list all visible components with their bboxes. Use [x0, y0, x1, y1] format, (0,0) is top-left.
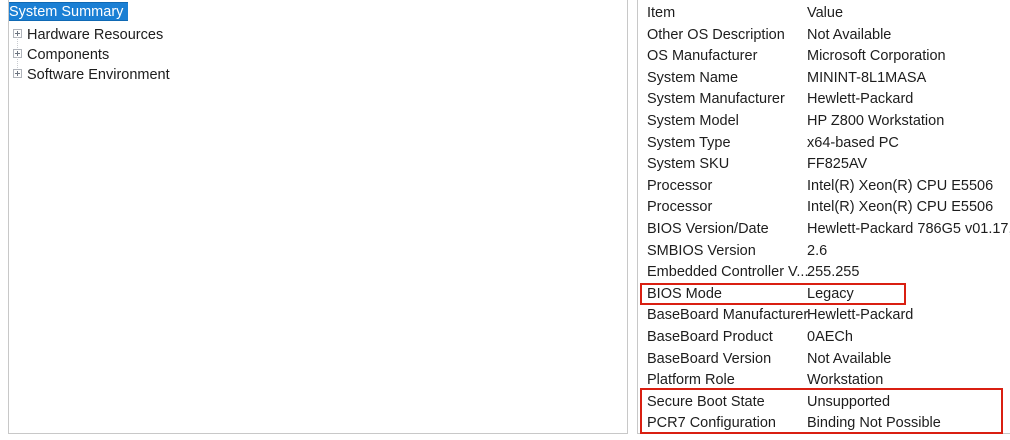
row-item-value: Intel(R) Xeon(R) CPU E5506 [807, 199, 994, 216]
tree-item-label: Components [27, 46, 110, 63]
row-item-label: Other OS Description [647, 26, 785, 43]
table-row[interactable]: Embedded Controller V... 255.255 [638, 262, 1010, 284]
tree-item-label: Software Environment [27, 66, 170, 83]
navigation-tree-pane[interactable]: System Summary Hardware Resources Compon… [8, 0, 628, 434]
expander-wrap [13, 46, 27, 68]
plus-box-icon[interactable] [13, 49, 22, 59]
row-item-value: Unsupported [807, 393, 891, 410]
tree-item-hardware-resources[interactable]: Hardware Resources [13, 26, 164, 48]
row-item-value: Hewlett-Packard [807, 91, 914, 108]
row-item-value: 255.255 [807, 264, 860, 281]
row-item-value: MININT-8L1MASA [807, 69, 927, 86]
row-item-value: FF825AV [807, 156, 868, 173]
table-row[interactable]: Other OS Description Not Available [638, 25, 1010, 47]
plus-box-icon[interactable] [13, 69, 22, 79]
column-header-value[interactable]: Value [807, 5, 844, 21]
row-item-value: Hewlett-Packard 786G5 v01.17, 8/ [807, 221, 1010, 237]
table-row[interactable]: System SKU FF825AV [638, 154, 1010, 176]
table-row[interactable]: BaseBoard Product 0AECh [638, 327, 1010, 349]
table-row[interactable]: SMBIOS Version 2.6 [638, 241, 1010, 263]
row-item-label: System Type [647, 134, 731, 151]
table-row[interactable]: BIOS Version/Date Hewlett-Packard 786G5 … [638, 219, 1010, 241]
row-item-label: PCR7 Configuration [647, 415, 776, 432]
table-row[interactable]: System Name MININT-8L1MASA [638, 68, 1010, 90]
row-item-value: x64-based PC [807, 134, 899, 151]
table-row[interactable]: Processor Intel(R) Xeon(R) CPU E5506 [638, 176, 1010, 198]
row-item-label: BaseBoard Version [647, 350, 772, 367]
row-item-label: System SKU [647, 156, 730, 173]
row-item-value: HP Z800 Workstation [807, 113, 945, 129]
tree-item-software-environment[interactable]: Software Environment [13, 66, 170, 84]
row-item-value: Hewlett-Packard [807, 307, 914, 324]
row-item-label: Processor [647, 199, 713, 216]
column-header-item[interactable]: Item [647, 5, 676, 21]
tree-item-components[interactable]: Components [13, 46, 110, 68]
row-item-value: Legacy [807, 285, 854, 302]
tree-item-label: System Summary [9, 4, 124, 20]
row-item-label: BIOS Mode [647, 285, 722, 302]
table-row[interactable]: Processor Intel(R) Xeon(R) CPU E5506 [638, 197, 1010, 219]
table-row-bios-mode[interactable]: BIOS Mode Legacy [638, 284, 1010, 306]
table-row[interactable]: BaseBoard Manufacturer Hewlett-Packard [638, 305, 1010, 327]
row-item-value: Intel(R) Xeon(R) CPU E5506 [807, 177, 994, 194]
row-item-label: SMBIOS Version [647, 242, 756, 259]
row-item-label: BaseBoard Manufacturer [647, 307, 809, 324]
row-item-value: Binding Not Possible [807, 415, 941, 432]
row-item-label: Platform Role [647, 372, 735, 389]
table-row[interactable]: System Manufacturer Hewlett-Packard [638, 89, 1010, 111]
table-row-secure-boot-state[interactable]: Secure Boot State Unsupported [638, 392, 1010, 414]
row-item-label: System Model [647, 113, 739, 129]
row-item-label: System Manufacturer [647, 91, 785, 108]
table-row-pcr7-configuration[interactable]: PCR7 Configuration Binding Not Possible [638, 413, 1010, 433]
grid-header-row: Item Value [638, 3, 1010, 25]
row-item-label: Embedded Controller V... [647, 264, 809, 281]
table-row[interactable]: System Model HP Z800 Workstation [638, 111, 1010, 133]
row-item-label: Processor [647, 177, 713, 194]
row-item-value: 2.6 [807, 242, 828, 259]
row-item-value: 0AECh [807, 329, 853, 345]
table-row[interactable]: BaseBoard Version Not Available [638, 349, 1010, 371]
table-row[interactable]: System Type x64-based PC [638, 133, 1010, 155]
expander-wrap [13, 26, 27, 48]
row-item-label: OS Manufacturer [647, 48, 758, 65]
expander-wrap [13, 66, 27, 84]
tree-item-system-summary[interactable]: System Summary [9, 2, 128, 21]
row-item-label: BaseBoard Product [647, 329, 773, 345]
row-item-value: Workstation [807, 372, 884, 389]
row-item-label: BIOS Version/Date [647, 221, 769, 237]
table-row[interactable]: OS Manufacturer Microsoft Corporation [638, 46, 1010, 68]
row-item-value: Not Available [807, 350, 892, 367]
plus-box-icon[interactable] [13, 29, 22, 39]
detail-grid-pane[interactable]: Item Value Other OS Description Not Avai… [637, 0, 1010, 434]
row-item-label: System Name [647, 69, 739, 86]
row-item-value: Not Available [807, 26, 892, 43]
table-row[interactable]: Platform Role Workstation [638, 370, 1010, 392]
row-item-label: Secure Boot State [647, 393, 765, 410]
tree-item-label: Hardware Resources [27, 26, 164, 43]
row-item-value: Microsoft Corporation [807, 48, 946, 65]
